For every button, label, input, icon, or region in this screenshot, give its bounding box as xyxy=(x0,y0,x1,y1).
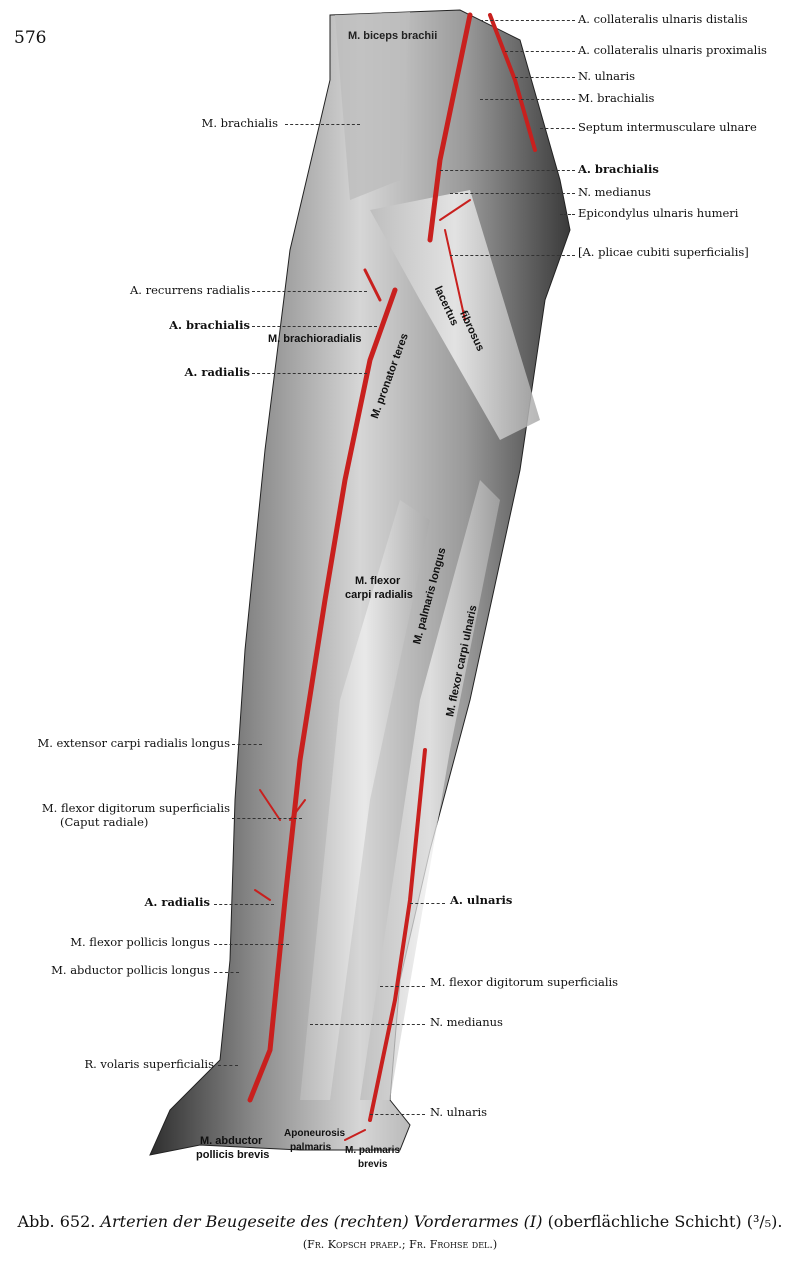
artery-branches xyxy=(254,789,366,1141)
muscle-apb-1: M. abductor xyxy=(200,1135,263,1147)
label-a-recurrens-radialis: A. recurrens radialis xyxy=(129,283,250,297)
muscle-palmaris-brevis-2: brevis xyxy=(358,1159,388,1170)
caption-title: Arterien der Beugeseite des (rechten) Vo… xyxy=(100,1212,543,1231)
caption-prefix: Abb. 652. xyxy=(17,1212,96,1231)
label-a-plicae-cubiti: [A. plicae cubiti superficialis] xyxy=(578,245,749,259)
label-a-collateralis-ulnaris-distalis: A. collateralis ulnaris distalis xyxy=(578,12,748,26)
label-m-abductor-pollicis-longus: M. abductor pollicis longus xyxy=(51,963,210,977)
figure-caption: Abb. 652. Arterien der Beugeseite des (r… xyxy=(0,1212,800,1231)
lacertus-fibrosus xyxy=(370,190,540,440)
label-septum-intermusculare: Septum intermusculare ulnare xyxy=(578,120,757,134)
label-n-ulnaris-top: N. ulnaris xyxy=(578,69,636,83)
label-n-medianus-top: N. medianus xyxy=(578,185,651,199)
muscle-apb-2: pollicis brevis xyxy=(196,1149,270,1161)
label-m-flexor-digitorum-superficialis-right: M. flexor digitorum superficialis xyxy=(430,975,619,989)
muscle-brachioradialis: M. brachioradialis xyxy=(268,333,362,345)
muscle-aponeurosis-2: palmaris xyxy=(290,1142,332,1153)
label-m-flexor-pollicis-longus: M. flexor pollicis longus xyxy=(70,935,210,949)
label-m-extensor-carpi-radialis-longus: M. extensor carpi radialis longus xyxy=(37,736,230,750)
muscle-fcr-1: M. flexor xyxy=(355,575,401,587)
label-a-radialis-bottom: A. radialis xyxy=(144,895,210,909)
forearm-illustration xyxy=(149,9,571,1156)
label-a-collateralis-ulnaris-proximalis: A. collateralis ulnaris proximalis xyxy=(578,43,767,57)
muscle-aponeurosis-1: Aponeurosis xyxy=(284,1128,346,1139)
muscle-palmaris-brevis-1: M. palmaris xyxy=(345,1145,401,1156)
label-a-brachialis-right: A. brachialis xyxy=(578,162,659,176)
page-number: 576 xyxy=(14,28,47,48)
label-a-brachialis-left: A. brachialis xyxy=(169,318,250,332)
label-n-medianus-bottom: N. medianus xyxy=(430,1015,503,1029)
biceps xyxy=(335,12,410,200)
label-n-ulnaris-bottom: N. ulnaris xyxy=(430,1105,488,1119)
artery-recurrent xyxy=(363,268,382,302)
caption-suffix: (oberflächliche Schicht) (³/₅). xyxy=(547,1212,783,1231)
label-caput-radiale: (Caput radiale) xyxy=(60,815,149,829)
label-m-brachialis-left: M. brachialis xyxy=(201,116,278,130)
tendons xyxy=(300,500,430,1100)
label-a-ulnaris: A. ulnaris xyxy=(450,893,513,907)
artery-collateral xyxy=(488,13,537,152)
muscle-fcr-2: carpi radialis xyxy=(345,589,413,601)
artery-ulnar xyxy=(368,748,427,1122)
label-a-radialis-top: A. radialis xyxy=(184,365,250,379)
label-r-volaris-superficialis: R. volaris superficialis xyxy=(84,1057,214,1071)
label-m-brachialis-right: M. brachialis xyxy=(578,91,655,105)
muscle-biceps: M. biceps brachii xyxy=(348,30,438,42)
label-m-flexor-digitorum-superficialis-left: M. flexor digitorum superficialis xyxy=(41,801,230,815)
caption-credit: (Fr. Kopsch praep.; Fr. Frohse del.) xyxy=(302,1238,498,1251)
artery-plicae xyxy=(439,199,471,321)
palmaris-tendon xyxy=(360,480,500,1100)
label-epicondylus: Epicondylus ulnaris humeri xyxy=(578,206,739,220)
artery-brachial xyxy=(427,12,473,243)
artery-radial xyxy=(247,287,398,1103)
